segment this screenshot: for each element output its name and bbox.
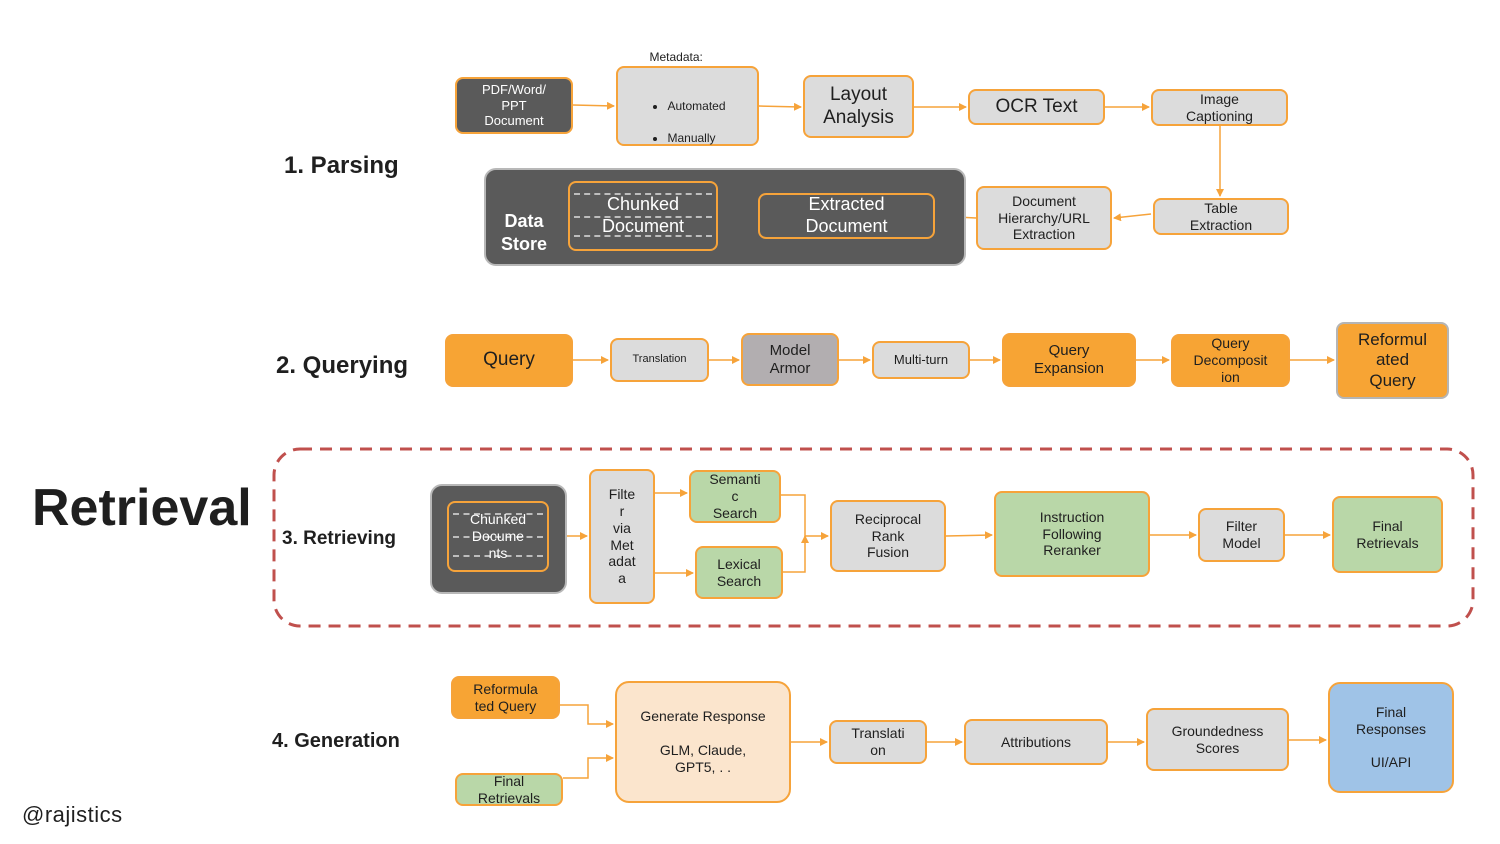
generate-response-box: Generate Response GLM, Claude, GPT5, . .	[615, 681, 791, 803]
translation-box: Translation	[610, 338, 709, 382]
reranker-box: Instruction Following Reranker	[994, 491, 1150, 577]
extracted-document-box: Extracted Document	[758, 193, 935, 239]
metadata-title: Metadata:	[649, 50, 703, 65]
reformulated-query-input-box: Reformula ted Query	[451, 676, 560, 719]
filter-model-box: Filter Model	[1198, 508, 1285, 562]
table-extraction-box: Table Extraction	[1153, 198, 1289, 235]
final-responses-box: Final Responses UI/API	[1328, 682, 1454, 793]
query-box: Query	[445, 334, 573, 387]
heading-querying: 2. Querying	[276, 352, 409, 379]
ocr-text-box: OCR Text	[968, 89, 1105, 125]
chunked-document-label: Chunked Document	[601, 194, 685, 236]
heading-retrieval: Retrieval	[32, 479, 252, 537]
data-store-label: Data Store	[500, 211, 547, 254]
lexical-search-box: Lexical Search	[695, 546, 783, 599]
source-document-box: PDF/Word/ PPT Document	[455, 77, 573, 134]
metadata-item-automated: Automated	[667, 98, 725, 114]
final-retrievals-box: Final Retrievals	[1332, 496, 1443, 573]
heading-retrieving: 3. Retrieving	[282, 528, 397, 549]
final-retrievals-input-box: Final Retrievals	[455, 773, 563, 806]
groundedness-scores-box: Groundedness Scores	[1146, 708, 1289, 771]
heading-parsing: 1. Parsing	[284, 152, 399, 179]
chunked-documents-box: Chunked Docume nts	[447, 501, 549, 572]
translation-output-box: Translati on	[829, 720, 927, 764]
chunked-document-box: Chunked Document	[568, 181, 718, 251]
semantic-search-box: Semanti c Search	[689, 470, 781, 523]
heading-generation: 4. Generation	[272, 730, 400, 752]
image-captioning-box: Image Captioning	[1151, 89, 1288, 126]
multi-turn-box: Multi-turn	[872, 341, 970, 379]
attributions-box: Attributions	[964, 719, 1108, 765]
reformulated-query-box: Reformul ated Query	[1336, 322, 1449, 399]
model-armor-box: Model Armor	[741, 333, 839, 386]
layout-analysis-box: Layout Analysis	[803, 75, 914, 138]
chunked-documents-label: Chunked Docume nts	[469, 511, 527, 561]
author-handle: @rajistics	[22, 802, 123, 827]
query-expansion-box: Query Expansion	[1002, 333, 1136, 387]
reciprocal-rank-fusion-box: Reciprocal Rank Fusion	[830, 500, 946, 572]
metadata-item-manually: Manually	[667, 130, 725, 146]
document-hierarchy-box: Document Hierarchy/URL Extraction	[976, 186, 1112, 250]
filter-via-metadata-box: Filte r via Met adat a	[589, 469, 655, 604]
query-decomposition-box: Query Decomposit ion	[1171, 334, 1290, 387]
metadata-box: Metadata: Automated Manually	[616, 50, 759, 146]
